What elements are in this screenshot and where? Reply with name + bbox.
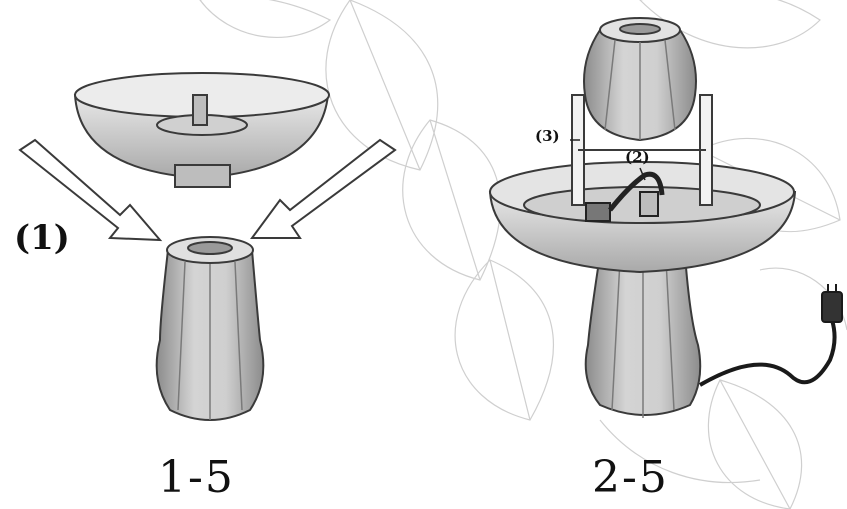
- figure-caption-1: 1-5: [158, 452, 235, 503]
- bowl-basin: [75, 73, 329, 187]
- pedestal-base: [157, 237, 264, 420]
- step-label-2: (2): [625, 148, 650, 166]
- step-label-3: (3): [535, 127, 560, 145]
- pedestal-base: [586, 255, 701, 418]
- power-cord: [700, 320, 835, 385]
- top-vase: [584, 18, 696, 140]
- plug: [822, 284, 842, 322]
- leaf-background: [200, 0, 847, 509]
- step-label-1: (1): [14, 218, 70, 258]
- figure-caption-2: 2-5: [592, 452, 669, 503]
